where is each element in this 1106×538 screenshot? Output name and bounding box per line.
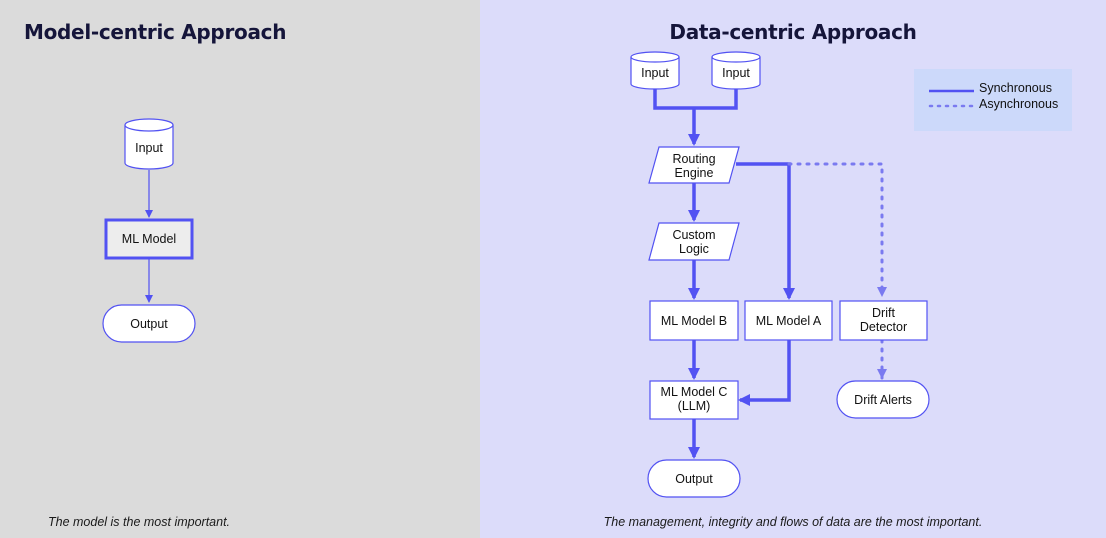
model-centric-title: Model-centric Approach bbox=[24, 20, 287, 44]
model-centric-diagram: Input ML Model Output bbox=[102, 118, 196, 343]
routing-engine-node: Routing Engine bbox=[648, 146, 740, 184]
edge-model-a-to-model-c bbox=[738, 340, 791, 406]
input-1-label: Input bbox=[641, 66, 669, 80]
async-edges bbox=[787, 162, 887, 380]
ml-model-b-node: ML Model B bbox=[649, 300, 739, 341]
data-centric-diagram: Synchronous Asynchronous Input Input bbox=[630, 51, 1072, 498]
model-centric-caption: The model is the most important. bbox=[48, 515, 231, 529]
data-centric-panel: Data-centric Approach Synchronous Asynch… bbox=[480, 0, 1106, 538]
data-centric-title: Data-centric Approach bbox=[669, 20, 917, 44]
input-cylinder-node-1: Input bbox=[630, 51, 680, 90]
sync-edges bbox=[653, 89, 795, 459]
output-node: Output bbox=[647, 459, 741, 498]
ml-model-c-label-line1: ML Model C bbox=[661, 385, 728, 399]
input-label: Input bbox=[135, 141, 163, 155]
output-node: Output bbox=[102, 304, 196, 343]
edge-routing-to-model-a bbox=[736, 162, 795, 300]
legend-async-label: Asynchronous bbox=[979, 97, 1058, 111]
custom-logic-label-line1: Custom bbox=[672, 228, 715, 242]
drift-detector-label-line1: Drift bbox=[872, 306, 895, 320]
drift-alerts-label: Drift Alerts bbox=[854, 393, 912, 407]
ml-model-label: ML Model bbox=[122, 232, 176, 246]
input-cylinder-node-2: Input bbox=[711, 51, 761, 90]
routing-engine-label-line2: Engine bbox=[675, 166, 714, 180]
custom-logic-label-line2: Logic bbox=[679, 242, 709, 256]
legend-box bbox=[914, 69, 1072, 131]
custom-logic-node: Custom Logic bbox=[648, 222, 740, 261]
drift-detector-node: Drift Detector bbox=[839, 300, 928, 341]
data-centric-caption: The management, integrity and flows of d… bbox=[603, 515, 983, 529]
model-centric-panel: Model-centric Approach Input ML Model Ou… bbox=[0, 0, 480, 538]
input-cylinder-node: Input bbox=[124, 118, 174, 170]
ml-model-c-label-line2: (LLM) bbox=[678, 399, 711, 413]
legend-sync-label: Synchronous bbox=[979, 81, 1052, 95]
ml-model-c-node: ML Model C (LLM) bbox=[649, 380, 739, 420]
ml-model-b-label: ML Model B bbox=[661, 314, 727, 328]
output-label: Output bbox=[130, 317, 168, 331]
ml-model-a-label: ML Model A bbox=[756, 314, 822, 328]
drift-alerts-node: Drift Alerts bbox=[836, 380, 930, 419]
legend: Synchronous Asynchronous bbox=[914, 69, 1072, 131]
input-2-label: Input bbox=[722, 66, 750, 80]
drift-detector-label-line2: Detector bbox=[860, 320, 907, 334]
edge-routing-to-drift-detector bbox=[787, 162, 887, 298]
output-label: Output bbox=[675, 472, 713, 486]
ml-model-node: ML Model bbox=[104, 218, 194, 260]
ml-model-a-node: ML Model A bbox=[744, 300, 833, 341]
edge-inputs-merge bbox=[653, 89, 738, 110]
routing-engine-label-line1: Routing bbox=[672, 152, 715, 166]
